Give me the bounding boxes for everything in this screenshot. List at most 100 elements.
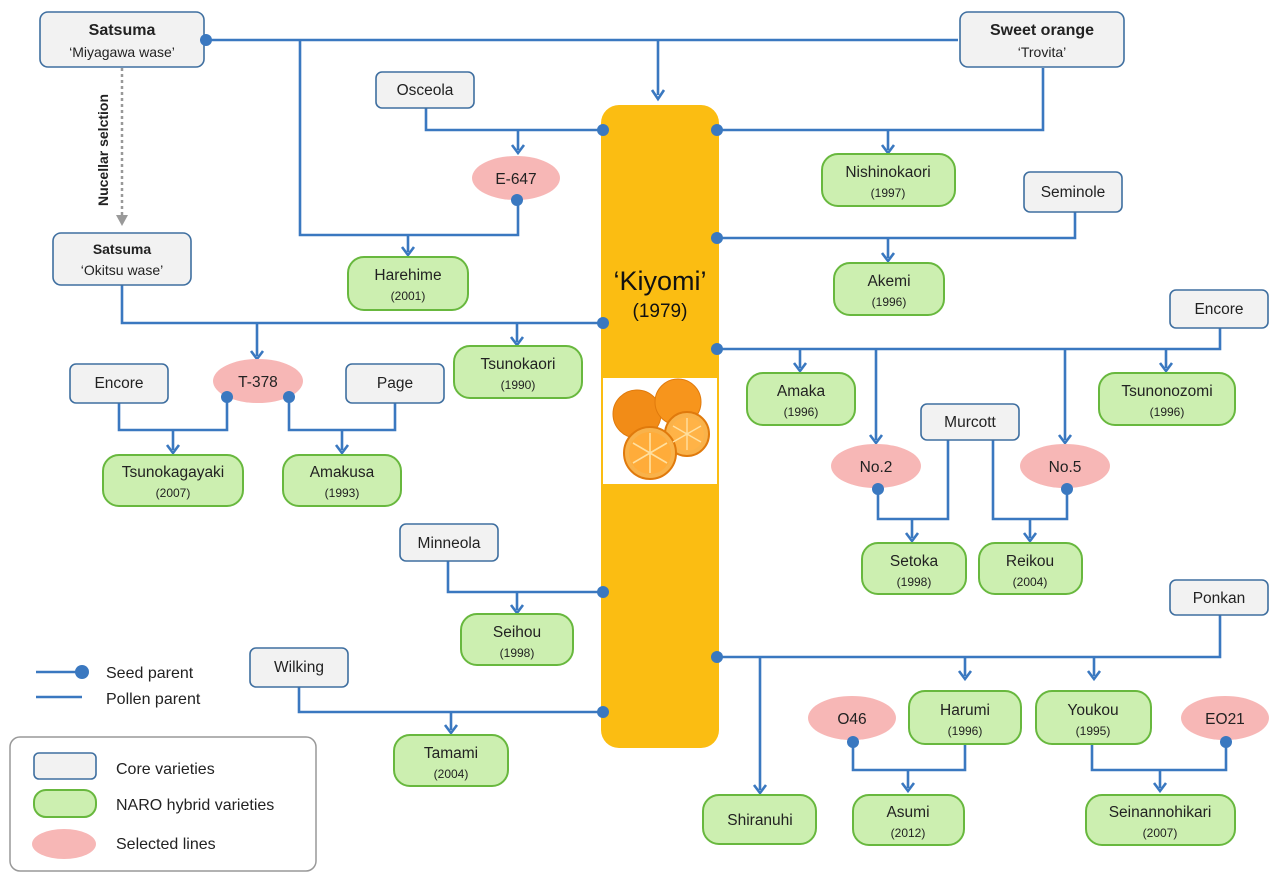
youkou-name: Youkou [1067, 702, 1118, 719]
nishinokaori-year: (1997) [871, 186, 906, 200]
legend-box: Core varieties NARO hybrid varieties Sel… [9, 736, 317, 872]
naro-asumi: Asumi (2012) [852, 794, 965, 846]
selected-t378: T-378 [213, 359, 303, 403]
core-page: Page [345, 363, 445, 404]
t378-label: T-378 [238, 374, 278, 391]
core-sweet-orange: Sweet orange ‘Trovita’ [959, 11, 1125, 68]
naro-tsunokaori: Tsunokaori (1990) [453, 345, 583, 399]
core-minneola: Minneola [399, 523, 499, 562]
satsuma-okitsu-name: Satsuma [93, 241, 152, 257]
harumi-year: (1996) [948, 724, 983, 738]
tsunokagayaki-year: (2007) [156, 486, 191, 500]
eo21-label: EO21 [1205, 711, 1245, 728]
nishinokaori-name: Nishinokaori [845, 164, 930, 181]
legend-seed-parent: Seed parent [106, 665, 194, 682]
core-ponkan: Ponkan [1169, 579, 1269, 616]
core-encore-right: Encore [1169, 289, 1269, 329]
naro-amaka: Amaka (1996) [746, 372, 856, 426]
youkou-year: (1995) [1076, 724, 1111, 738]
amaka-name: Amaka [777, 383, 826, 400]
satsuma-miyagawa-cultivar: ‘Miyagawa wase’ [69, 44, 175, 60]
selected-o46: O46 [808, 696, 896, 740]
naro-seinannohikari: Seinannohikari (2007) [1085, 794, 1236, 846]
sweet-orange-name: Sweet orange [990, 22, 1094, 39]
legend-selected-lines: Selected lines [116, 836, 216, 853]
core-murcott: Murcott [920, 403, 1020, 441]
seinannohikari-year: (2007) [1143, 826, 1178, 840]
selected-eo21: EO21 [1181, 696, 1269, 740]
naro-tsunokagayaki: Tsunokagayaki (2007) [102, 454, 244, 507]
kiyomi-name: ‘Kiyomi’ [613, 266, 706, 296]
core-osceola: Osceola [375, 71, 475, 109]
page-label: Page [377, 375, 413, 392]
selected-no2: No.2 [831, 444, 921, 488]
tsunokaori-name: Tsunokaori [481, 356, 556, 373]
ponkan-label: Ponkan [1193, 590, 1246, 607]
core-seminole: Seminole [1023, 171, 1123, 213]
seed-parent-dots [200, 34, 1232, 748]
naro-akemi: Akemi (1996) [833, 262, 945, 316]
no2-label: No.2 [860, 459, 893, 476]
naro-seihou: Seihou (1998) [460, 613, 574, 666]
nucellar-label: Nucellar selction [95, 94, 111, 206]
harehime-year: (2001) [391, 289, 426, 303]
naro-nishinokaori: Nishinokaori (1997) [821, 153, 956, 207]
naro-harumi: Harumi (1996) [908, 690, 1022, 745]
tsunonozomi-name: Tsunonozomi [1121, 383, 1212, 400]
connector-lines [117, 38, 1228, 796]
osceola-label: Osceola [397, 82, 454, 99]
no5-label: No.5 [1049, 459, 1082, 476]
amaka-year: (1996) [784, 405, 819, 419]
setoka-name: Setoka [890, 553, 939, 570]
nucellar-selection: Nucellar selction [95, 68, 128, 226]
tsunokagayaki-name: Tsunokagayaki [122, 464, 225, 481]
reikou-name: Reikou [1006, 553, 1054, 570]
kiyomi-center-bar: ‘Kiyomi’ (1979) [601, 105, 719, 748]
satsuma-okitsu-cultivar: ‘Okitsu wase’ [81, 262, 163, 278]
o46-label: O46 [837, 711, 866, 728]
setoka-year: (1998) [897, 575, 932, 589]
akemi-year: (1996) [872, 295, 907, 309]
amakusa-year: (1993) [325, 486, 360, 500]
akemi-name: Akemi [867, 273, 910, 290]
harumi-name: Harumi [940, 702, 990, 719]
tamami-year: (2004) [434, 767, 469, 781]
wilking-label: Wilking [274, 659, 324, 676]
seminole-label: Seminole [1041, 184, 1106, 201]
legend-pollen-parent: Pollen parent [106, 691, 201, 708]
core-satsuma-okitsu: Satsuma ‘Okitsu wase’ [52, 232, 192, 286]
naro-harehime: Harehime (2001) [347, 256, 469, 311]
tsunonozomi-year: (1996) [1150, 405, 1185, 419]
seihou-year: (1998) [500, 646, 535, 660]
shiranuhi-name: Shiranuhi [727, 812, 793, 829]
amakusa-name: Amakusa [310, 464, 375, 481]
tsunokaori-year: (1990) [501, 378, 536, 392]
naro-setoka: Setoka (1998) [861, 542, 967, 595]
satsuma-miyagawa-name: Satsuma [89, 22, 156, 39]
asumi-name: Asumi [886, 804, 929, 821]
seinannohikari-name: Seinannohikari [1109, 804, 1212, 821]
legend-core-varieties: Core varieties [116, 761, 215, 778]
murcott-label: Murcott [944, 414, 996, 431]
seihou-name: Seihou [493, 624, 541, 641]
naro-tamami: Tamami (2004) [393, 734, 509, 787]
tamami-name: Tamami [424, 745, 478, 762]
e647-label: E-647 [495, 171, 536, 188]
legend-parent: Seed parent Pollen parent [36, 665, 201, 708]
sweet-orange-cultivar: ‘Trovita’ [1018, 44, 1067, 60]
naro-reikou: Reikou (2004) [978, 542, 1083, 595]
encore-left-label: Encore [94, 375, 143, 392]
minneola-label: Minneola [418, 535, 481, 552]
legend-naro-hybrid: NARO hybrid varieties [116, 797, 274, 814]
selected-e647: E-647 [472, 156, 560, 200]
selected-no5: No.5 [1020, 444, 1110, 488]
core-satsuma-miyagawa: Satsuma ‘Miyagawa wase’ [39, 11, 205, 68]
core-wilking: Wilking [249, 647, 349, 688]
asumi-year: (2012) [891, 826, 926, 840]
naro-tsunonozomi: Tsunonozomi (1996) [1098, 372, 1236, 426]
reikou-year: (2004) [1013, 575, 1048, 589]
orange-photo [603, 378, 717, 484]
harehime-name: Harehime [374, 267, 441, 284]
kiyomi-year: (1979) [633, 301, 688, 322]
